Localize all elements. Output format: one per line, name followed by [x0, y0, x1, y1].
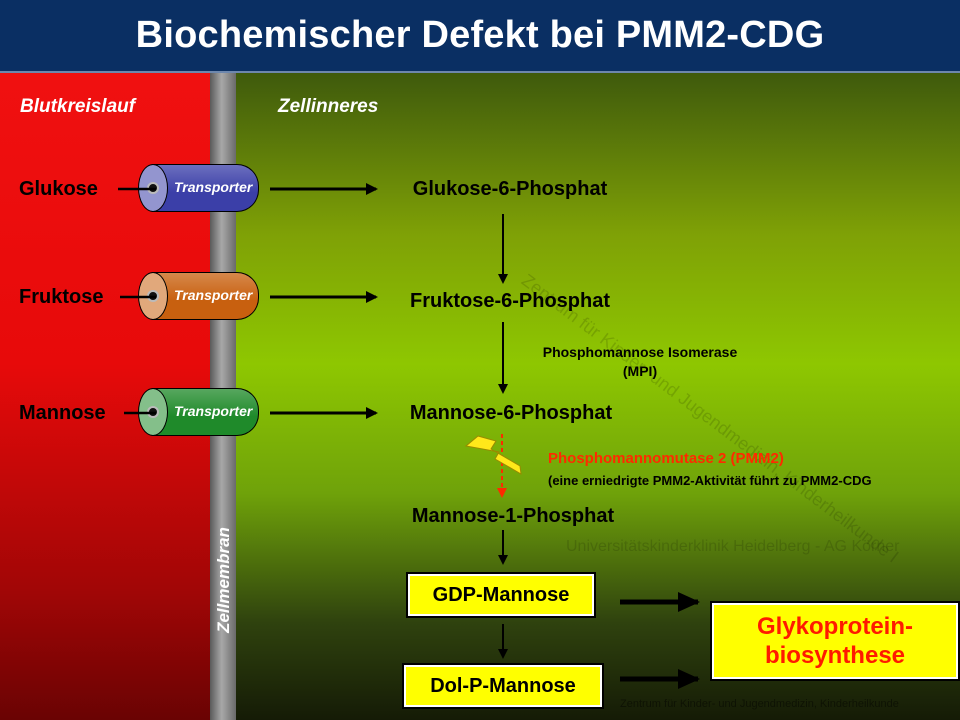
metabolite-glukose-6-phosphat: Glukose-6-Phosphat: [412, 178, 608, 200]
interior-label: Zellinneres: [278, 96, 379, 117]
box-dol-p-mannose: Dol-P-Mannose: [402, 663, 604, 709]
sugar-mannose: Mannose: [19, 402, 106, 424]
sugar-fruktose: Fruktose: [19, 286, 104, 308]
glyco-line2: biosynthese: [764, 642, 906, 669]
enzyme-pmm2-note: (eine erniedrigte PMM2-Aktivität führt z…: [548, 473, 872, 488]
enzyme-pmm2: Phosphomannomutase 2 (PMM2) (eine ernied…: [548, 448, 872, 492]
transporter-mannose: Transporter: [138, 388, 272, 436]
box-dol-p-mannose-label: Dol-P-Mannose: [430, 674, 576, 697]
sugar-glukose: Glukose: [19, 178, 98, 200]
enzyme-pmm2-name: Phosphomannomutase 2 (PMM2): [548, 450, 784, 467]
enzyme-mpi-abbrev: (MPI): [622, 363, 658, 379]
blood-label: Blutkreislauf: [20, 96, 136, 117]
metabolite-mannose-6-phosphat: Mannose-6-Phosphat: [409, 402, 613, 424]
metabolite-mannose-1-phosphat: Mannose-1-Phosphat: [411, 505, 615, 527]
enzyme-mpi-name: Phosphomannose Isomerase: [542, 344, 738, 360]
lightning-icon: [464, 435, 522, 475]
box-gdp-mannose-label: GDP-Mannose: [432, 583, 570, 606]
enzyme-mpi: Phosphomannose Isomerase (MPI): [520, 343, 760, 381]
metabolite-fruktose-6-phosphat: Fruktose-6-Phosphat: [409, 290, 611, 312]
box-gdp-mannose: GDP-Mannose: [406, 572, 596, 618]
watermark-middle: Universitätskinderklinik Heidelberg - AG…: [566, 538, 900, 555]
title-bar: Biochemischer Defekt bei PMM2-CDG: [0, 0, 960, 73]
transporter-fruktose: Transporter: [138, 272, 272, 320]
glyco-line1: Glykoprotein-: [756, 613, 913, 640]
transporter-body: [152, 272, 259, 320]
transporter-glukose: Transporter: [138, 164, 272, 212]
box-glykoproteinbiosynthese: Glykoprotein- biosynthese: [710, 601, 960, 681]
watermark-bottom: Zentrum für Kinder- und Jugendmedizin, K…: [620, 698, 899, 710]
transporter-body: [152, 164, 259, 212]
transporter-body: [152, 388, 259, 436]
transporter-label: Transporter: [174, 403, 253, 419]
transporter-label: Transporter: [174, 287, 253, 303]
transporter-label: Transporter: [174, 179, 253, 195]
page-title: Biochemischer Defekt bei PMM2-CDG: [135, 14, 825, 56]
